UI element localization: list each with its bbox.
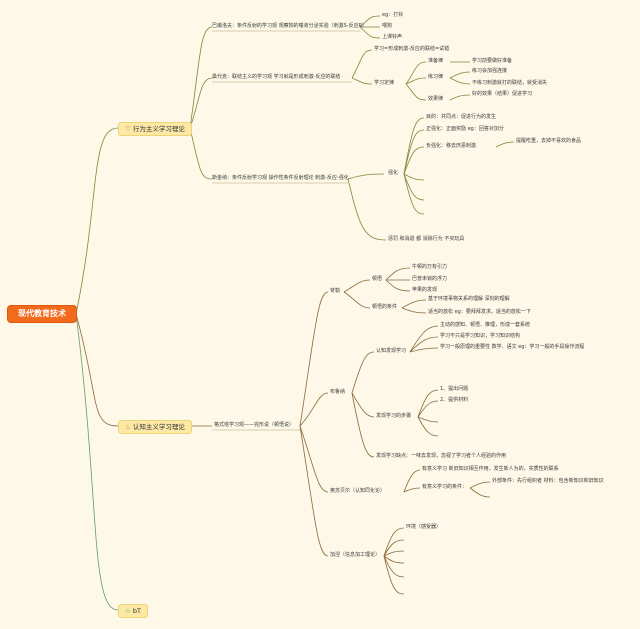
node-insight[interactable]: 顿悟: [372, 276, 383, 282]
node-law-effect[interactable]: 效果律: [428, 96, 444, 102]
fire-icon: ♨: [125, 423, 131, 431]
node-thorndike-laws[interactable]: 学习定律: [374, 80, 395, 86]
node-law-effect-desc[interactable]: 好的效果（结果）促进学习: [472, 91, 533, 97]
node-step-1[interactable]: 1、提出问题: [440, 386, 469, 392]
node-insight-conditions[interactable]: 顿悟的条件: [372, 304, 398, 310]
node-ausubel[interactable]: 奥苏贝尔（认知同化论）: [330, 488, 386, 494]
node-negative-reinforcement[interactable]: 负强化：移去厌恶刺激: [426, 143, 477, 149]
node-insight-condition-2[interactable]: 适当的放松 eg：要拜拜发求。适当的放松一下: [428, 309, 531, 315]
node-step-2[interactable]: 2、提供材料: [440, 397, 469, 403]
node-discovery-3[interactable]: 学习一般原理的重要性 数学、语文 eg：学习一般的手段操作流程: [440, 344, 585, 350]
branch-bt[interactable]: ☆bT: [118, 604, 148, 618]
node-meaningful-conditions[interactable]: 有意义学习的条件：: [422, 484, 468, 490]
node-gagne[interactable]: 加涅（信息加工理论）: [330, 552, 381, 558]
branch-cognitivism-label: 认知主义学习理论: [132, 423, 185, 431]
node-discovery-steps[interactable]: 发现学习的步骤: [376, 413, 412, 419]
node-law-practice-desc2[interactable]: 不练习刺激就打的联结，就受消失: [472, 80, 548, 86]
node-meaningful-learning[interactable]: 有意义学习 新旧知识相互作用，发生新人为的，实质性的联系: [422, 466, 559, 472]
node-gagne-environment[interactable]: 环境（感受器）: [406, 524, 442, 530]
node-discovery-2[interactable]: 学习不只是学习知识，学习知识结构: [440, 333, 521, 339]
node-kohler[interactable]: 苛勒: [330, 288, 341, 294]
node-skinner[interactable]: 斯金纳：条件反射学习观 操作性条件反射理论 刺激-反应-强化: [212, 175, 349, 181]
node-law-readiness[interactable]: 准备律: [428, 58, 444, 64]
node-discovery-learning[interactable]: 认知发现学习: [376, 348, 407, 354]
node-discovery-1[interactable]: 主动的感知、顿悟、推理，形成一套系统: [440, 322, 531, 328]
node-pavlov-bell[interactable]: 上课铃声: [382, 34, 403, 40]
node-insight-apple[interactable]: 苹果的发现: [412, 287, 438, 293]
node-pavlov-feed[interactable]: 喂狗: [382, 23, 393, 29]
node-bruner[interactable]: 布鲁纳: [330, 389, 346, 395]
node-discovery-flaw[interactable]: 发现学习缺点：一味去发现，忽视了学习者个人经验的作用: [376, 453, 507, 459]
root-topic[interactable]: 现代教育技术: [8, 306, 76, 322]
node-insight-newton[interactable]: 牛顿的万有引力: [412, 264, 448, 270]
branch-behaviorism[interactable]: ♡行为主义学习理论: [118, 122, 192, 136]
node-external-condition[interactable]: 外部条件：先行组织者 材料：包含新知识和旧知识: [492, 478, 604, 484]
node-thorndike-trial[interactable]: 学习=形成刺激-反应的联结=试错: [374, 46, 450, 52]
branch-bt-label: bT: [132, 607, 141, 615]
branch-behaviorism-label: 行为主义学习理论: [132, 125, 185, 133]
node-law-practice-desc1[interactable]: 练习会加强连接: [472, 68, 508, 74]
node-reinforcement[interactable]: 强化: [388, 170, 399, 176]
branch-cognitivism[interactable]: ♨认知主义学习理论: [118, 420, 192, 434]
node-insight-buoyancy[interactable]: 巴普未锁的浮力: [412, 276, 448, 282]
heart-icon: ♡: [125, 125, 131, 133]
node-positive-reinforcement[interactable]: 正强化：正面奖励 eg：回答对加分: [426, 126, 504, 132]
node-punishment[interactable]: 惩罚 和消退 都 消除行为 不买玩具: [388, 236, 465, 242]
node-pavlov-ring[interactable]: eg：打铃: [382, 12, 404, 18]
node-insight-condition-1[interactable]: 基于环境事物关系的理解 深刻的理解: [428, 296, 510, 302]
node-thorndike[interactable]: 桑代克：联结主义的学习观 学习就是形成刺激-反应的联结: [212, 74, 341, 80]
node-gestalt[interactable]: 格式塔学习观——完形说（顿悟说）: [214, 422, 295, 428]
node-reinforcement-goal[interactable]: 目的：共同点：促进行为的发生: [426, 114, 497, 120]
node-law-readiness-desc[interactable]: 学习前要做好准备: [472, 58, 513, 64]
node-pavlov[interactable]: 巴甫洛夫：条件反射的学习观 观察狗的唾液分泌实验（刺激S-反应R）: [212, 23, 368, 29]
node-negative-reinforcement-eg[interactable]: 提醒吃重，去掉不喜欢的食品: [516, 138, 582, 144]
star-icon: ☆: [125, 607, 131, 615]
node-law-practice[interactable]: 练习律: [428, 74, 444, 80]
